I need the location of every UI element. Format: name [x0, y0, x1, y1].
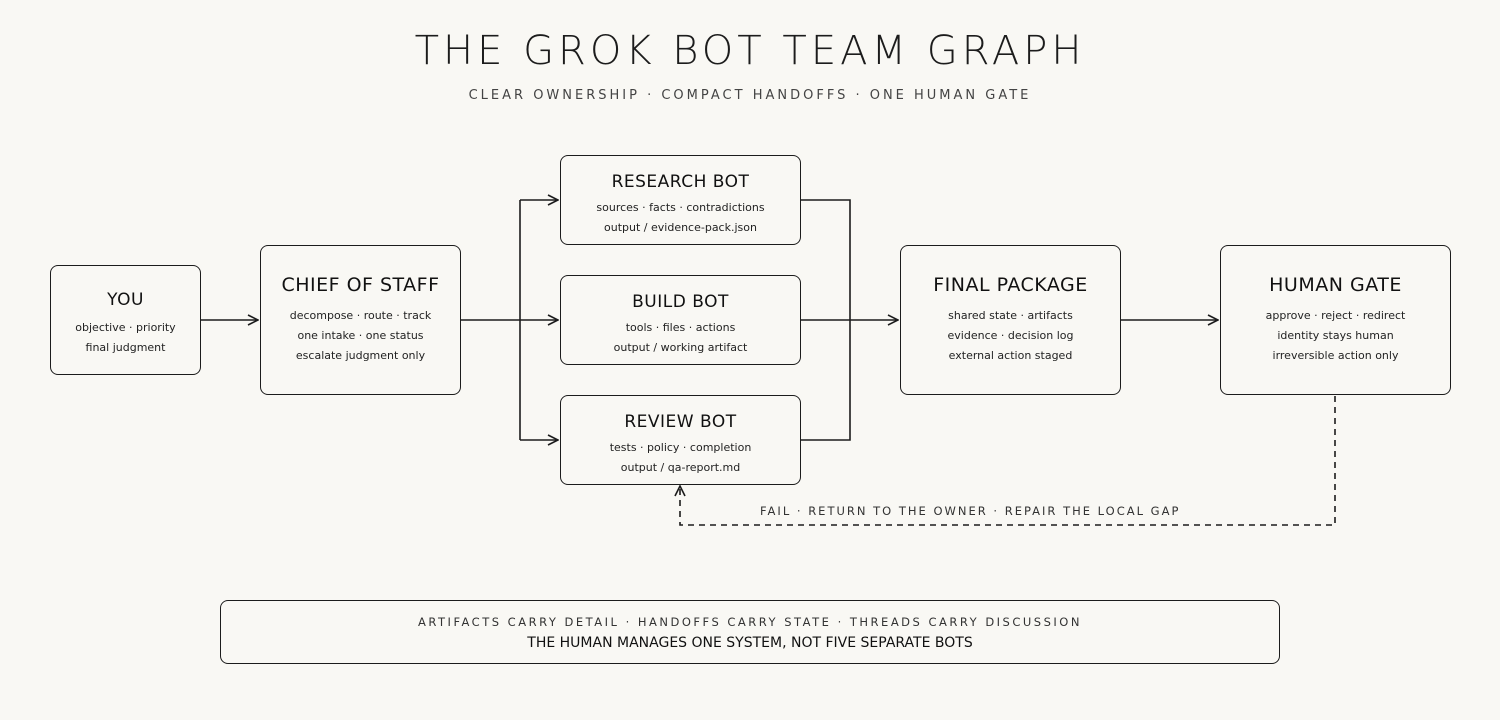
node-final-line: shared state · artifacts — [948, 309, 1073, 322]
node-chief-line: escalate judgment only — [295, 349, 426, 362]
node-build-title: BUILD BOT — [632, 292, 729, 312]
node-you-line: objective · priority — [75, 321, 176, 334]
edge-fail-loop — [680, 396, 1336, 526]
node-human-gate: HUMAN GATE approve · reject · redirect i… — [1220, 245, 1451, 395]
node-chief-of-staff: CHIEF OF STAFF decompose · route · track… — [260, 245, 461, 395]
node-you-line: final judgment — [85, 341, 166, 354]
node-research-line: output / evidence-pack.json — [604, 221, 757, 234]
node-research-line: sources · facts · contradictions — [596, 201, 765, 214]
node-gate-line: irreversible action only — [1272, 349, 1399, 362]
footer-summary: THE HUMAN MANAGES ONE SYSTEM, NOT FIVE S… — [527, 635, 973, 651]
node-review-bot: REVIEW BOT tests · policy · completion o… — [560, 395, 801, 485]
node-review-title: REVIEW BOT — [624, 412, 737, 432]
node-gate-line: identity stays human — [1277, 329, 1394, 342]
node-build-line: output / working artifact — [613, 341, 748, 354]
diagram-subtitle: CLEAR OWNERSHIP · COMPACT HANDOFFS · ONE… — [468, 88, 1032, 103]
node-gate-title: HUMAN GATE — [1269, 274, 1402, 296]
fail-loop-label: FAIL · RETURN TO THE OWNER · REPAIR THE … — [760, 504, 1181, 518]
node-review-line: tests · policy · completion — [609, 441, 752, 454]
node-chief-title: CHIEF OF STAFF — [281, 274, 440, 296]
node-you: YOU objective · priority final judgment — [50, 265, 201, 375]
node-gate-line: approve · reject · redirect — [1265, 309, 1406, 322]
node-research-bot: RESEARCH BOT sources · facts · contradic… — [560, 155, 801, 245]
node-final-line: external action staged — [948, 349, 1073, 362]
node-final-line: evidence · decision log — [947, 329, 1074, 342]
node-review-line: output / qa-report.md — [620, 461, 741, 474]
node-chief-line: one intake · one status — [297, 329, 424, 342]
footer-principles: ARTIFACTS CARRY DETAIL · HANDOFFS CARRY … — [418, 615, 1082, 629]
node-final-package: FINAL PACKAGE shared state · artifacts e… — [900, 245, 1121, 395]
node-research-title: RESEARCH BOT — [611, 172, 750, 192]
footer-panel: ARTIFACTS CARRY DETAIL · HANDOFFS CARRY … — [220, 600, 1280, 664]
node-chief-line: decompose · route · track — [289, 309, 432, 322]
node-build-bot: BUILD BOT tools · files · actions output… — [560, 275, 801, 365]
node-you-title: YOU — [107, 290, 144, 310]
node-build-line: tools · files · actions — [625, 321, 736, 334]
node-final-title: FINAL PACKAGE — [933, 274, 1088, 296]
diagram-title: THE GROK BOT TEAM GRAPH — [414, 28, 1086, 74]
